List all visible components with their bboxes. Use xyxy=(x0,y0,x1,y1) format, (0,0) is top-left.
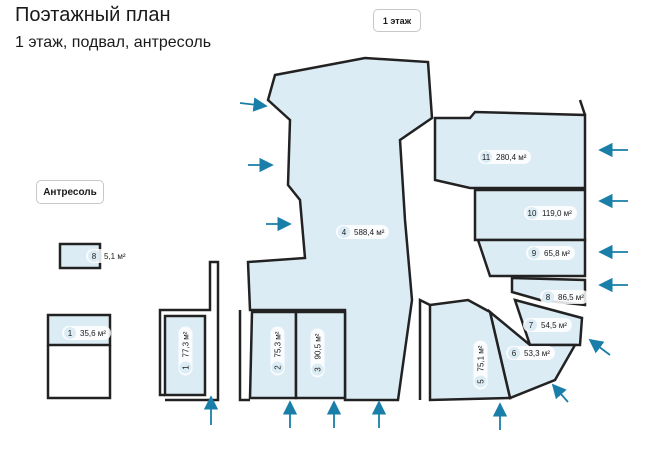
room-number: 10 xyxy=(526,207,538,219)
page-title: Поэтажный план xyxy=(15,4,171,26)
room-number: 7 xyxy=(525,319,537,331)
room-area: 65,8 м² xyxy=(544,248,570,258)
room-area: 90,5 м² xyxy=(312,333,322,360)
room-area: 75,1 м² xyxy=(475,345,485,372)
room-number: 11 xyxy=(480,151,492,163)
room-label[interactable]: 9 65,8 м² xyxy=(526,246,575,260)
room-label[interactable]: 2 75,3 м² xyxy=(270,326,285,376)
room-label[interactable]: 8 86,5 м² xyxy=(540,290,589,304)
room-area: 280,4 м² xyxy=(496,152,527,162)
room-area: 75,3 м² xyxy=(272,331,282,358)
room-label[interactable]: 7 54,5 м² xyxy=(523,318,572,332)
room-number: 3 xyxy=(311,363,324,376)
room-area: 86,5 м² xyxy=(558,292,584,302)
page-subtitle: 1 этаж, подвал, антресоль xyxy=(15,34,212,51)
room-area: 35,6 м² xyxy=(80,328,106,338)
room-label[interactable]: 1 35,6 м² xyxy=(62,326,111,340)
room-number: 4 xyxy=(338,226,350,238)
entrance-arrow-icon xyxy=(239,97,268,112)
room-number: 2 xyxy=(271,361,284,374)
room-area: 53,3 м² xyxy=(524,348,550,358)
entrance-arrow-icon xyxy=(588,338,611,356)
room-label[interactable]: 5 75,1 м² xyxy=(473,340,488,390)
floor-selector-button[interactable]: 1 этаж xyxy=(373,9,421,32)
room-number: 8 xyxy=(542,291,554,303)
room-area: 119,0 м² xyxy=(542,208,572,218)
room-label[interactable]: 3 90,5 м² xyxy=(310,328,325,378)
mezzanine-button[interactable]: Антресоль xyxy=(36,180,104,204)
room-area: 54,5 м² xyxy=(541,320,567,330)
room-number: 8 xyxy=(88,250,100,262)
room-label[interactable]: 11 280,4 м² xyxy=(478,150,532,164)
room-area: 5,1 м² xyxy=(104,251,126,261)
room-number: 5 xyxy=(474,375,487,388)
room-label[interactable]: 10 119,0 м² xyxy=(524,206,577,220)
room-label[interactable]: 4 588,4 м² xyxy=(336,225,390,239)
room-number: 9 xyxy=(528,247,540,259)
room-number: 6 xyxy=(508,347,520,359)
room-number: 1 xyxy=(64,327,76,339)
room-area: 588,4 м² xyxy=(354,227,385,237)
entrance-arrows xyxy=(203,97,628,430)
room-label[interactable]: 8 5,1 м² xyxy=(86,249,131,263)
room-number: 1 xyxy=(179,361,192,374)
room-area: 77,3 м² xyxy=(180,331,190,358)
room-label[interactable]: 6 53,3 м² xyxy=(506,346,555,360)
room-label[interactable]: 1 77,3 м² xyxy=(178,326,193,376)
entrance-arrow-icon xyxy=(551,383,569,403)
room-5[interactable] xyxy=(428,298,512,402)
